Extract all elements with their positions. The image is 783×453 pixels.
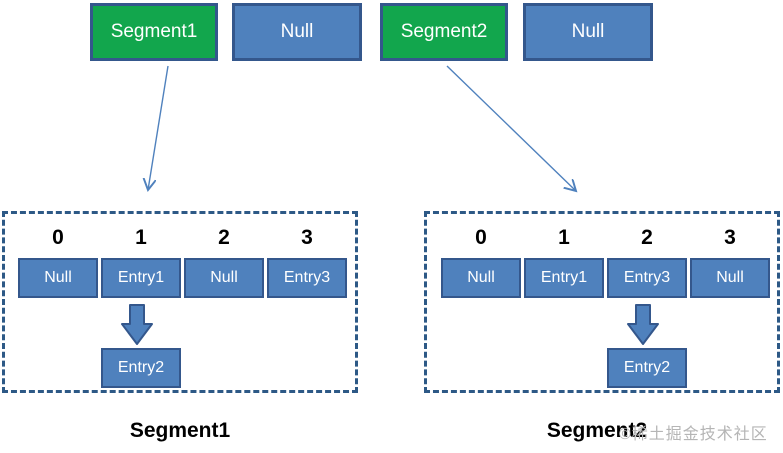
segment1-pointer-arrow	[148, 65, 169, 190]
index-label: 2	[641, 226, 653, 249]
segment2-pointer-arrow	[446, 65, 576, 191]
segment-array-slot-segment2: Segment2	[380, 3, 508, 61]
bucket-cell: Entry1	[101, 258, 181, 298]
bucket-cell: Null	[441, 258, 521, 298]
bucket-cell: Null	[184, 258, 264, 298]
index-label: 1	[558, 226, 570, 249]
index-label: 1	[135, 226, 147, 249]
index-label: 0	[52, 226, 64, 249]
bucket-cell: Entry3	[267, 258, 347, 298]
segment2-hash-table: 0 1 2 3 Null Entry1 Entry3 Null Entry2	[424, 211, 780, 393]
bucket-cell: Entry3	[607, 258, 687, 298]
bucket-cell: Null	[18, 258, 98, 298]
index-label: 3	[724, 226, 736, 249]
chain-node: Entry2	[101, 348, 181, 388]
segment2-caption: Segment2	[546, 419, 648, 442]
index-label: 3	[301, 226, 313, 249]
index-label: 0	[475, 226, 487, 249]
bucket-cell: Null	[690, 258, 770, 298]
segment-array-slot-null-2: Null	[523, 3, 653, 61]
block-arrow-down-icon	[121, 304, 153, 345]
chain-node: Entry2	[607, 348, 687, 388]
index-label: 2	[218, 226, 230, 249]
bucket-cell: Entry1	[524, 258, 604, 298]
segment1-caption: Segment1	[129, 419, 231, 442]
segment-array-slot-segment1: Segment1	[90, 3, 218, 61]
watermark: ©稀土掘金技术社区	[619, 426, 768, 443]
block-arrow-down-icon	[627, 304, 659, 345]
segment1-hash-table: 0 1 2 3 Null Entry1 Null Entry3 Entry2	[2, 211, 358, 393]
segment-array-slot-null-1: Null	[232, 3, 362, 61]
